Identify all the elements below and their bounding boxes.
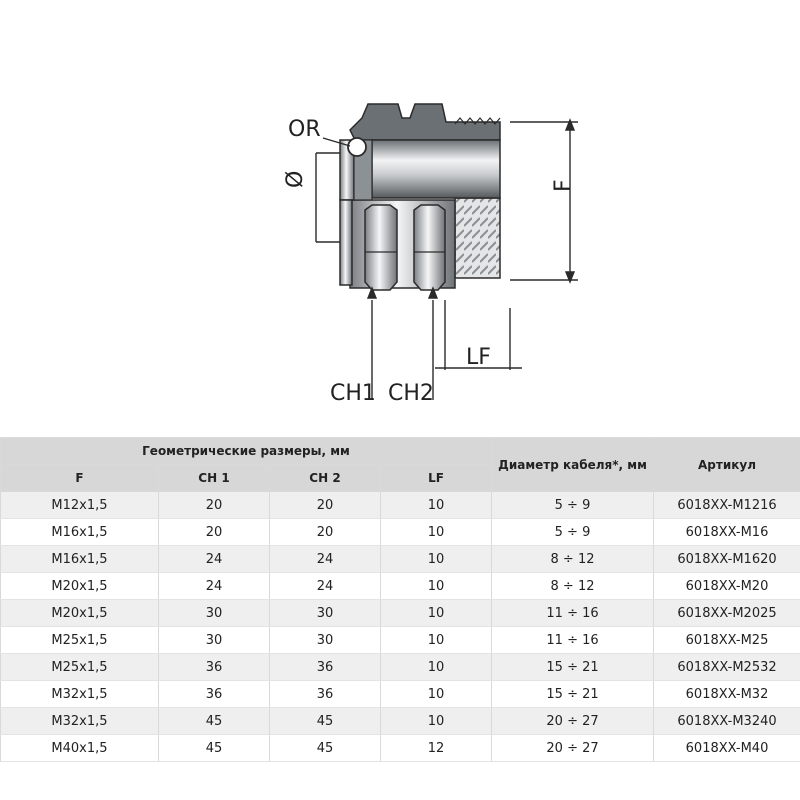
cell-lf: 10 — [379, 518, 493, 546]
cell-cable: 15 ÷ 21 — [491, 680, 655, 708]
cell-lf: 12 — [379, 734, 493, 762]
cell-ch2: 24 — [269, 545, 381, 573]
cell-cable: 8 ÷ 12 — [491, 572, 655, 600]
article-header: Артикул — [653, 437, 800, 492]
cell-ch2: 30 — [269, 599, 381, 627]
cell-article: 6018XX-M1620 — [653, 545, 800, 573]
label-ch2: CH2 — [388, 381, 434, 406]
cell-ch2: 45 — [269, 707, 381, 735]
cell-f: M12x1,5 — [0, 491, 159, 519]
cell-ch1: 45 — [158, 707, 270, 735]
cell-ch2: 36 — [269, 653, 381, 681]
cell-f: M16x1,5 — [0, 545, 159, 573]
col-header-ch1: CH 1 — [158, 464, 270, 492]
cell-f: M20x1,5 — [0, 572, 159, 600]
cable-header: Диаметр кабеля*, мм — [491, 437, 655, 492]
cell-ch1: 20 — [158, 518, 270, 546]
dimension-lines — [315, 118, 578, 400]
cell-cable: 5 ÷ 9 — [491, 518, 655, 546]
cell-lf: 10 — [379, 572, 493, 600]
table-row: M32x1,5 45 45 10 20 ÷ 27 6018XX-M3240 — [0, 707, 800, 735]
table-row: M20x1,5 24 24 10 8 ÷ 12 6018XX-M20 — [0, 572, 800, 600]
cell-cable: 11 ÷ 16 — [491, 626, 655, 654]
cell-lf: 10 — [379, 626, 493, 654]
dimensions-table-wrap: Геометрические размеры, мм Диаметр кабел… — [0, 437, 800, 762]
table-row: M25x1,5 36 36 10 15 ÷ 21 6018XX-M2532 — [0, 653, 800, 681]
cell-lf: 10 — [379, 491, 493, 519]
cell-f: M20x1,5 — [0, 599, 159, 627]
label-ch1: CH1 — [330, 381, 376, 406]
table-row: M20x1,5 30 30 10 11 ÷ 16 6018XX-M2025 — [0, 599, 800, 627]
cell-f: M32x1,5 — [0, 680, 159, 708]
cell-ch2: 20 — [269, 518, 381, 546]
label-lf: LF — [466, 345, 491, 370]
o-ring — [347, 137, 367, 157]
cell-ch1: 24 — [158, 572, 270, 600]
cell-lf: 10 — [379, 599, 493, 627]
fitting-drawing: OR Ø F LF CH1 CH2 — [283, 103, 578, 406]
col-header-lf: LF — [379, 464, 493, 492]
fitting-body — [339, 103, 501, 291]
label-or: OR — [288, 117, 321, 142]
cell-article: 6018XX-M3240 — [653, 707, 800, 735]
table-row: M40x1,5 45 45 12 20 ÷ 27 6018XX-M40 — [0, 734, 800, 762]
cell-ch2: 36 — [269, 680, 381, 708]
cell-ch2: 30 — [269, 626, 381, 654]
table-row: M16x1,5 24 24 10 8 ÷ 12 6018XX-M1620 — [0, 545, 800, 573]
cell-ch1: 30 — [158, 599, 270, 627]
cell-article: 6018XX-M2532 — [653, 653, 800, 681]
cell-cable: 20 ÷ 27 — [491, 707, 655, 735]
cell-lf: 10 — [379, 653, 493, 681]
table-row: M16x1,5 20 20 10 5 ÷ 9 6018XX-M16 — [0, 518, 800, 546]
cell-ch1: 30 — [158, 626, 270, 654]
cell-article: 6018XX-M32 — [653, 680, 800, 708]
cell-article: 6018XX-M25 — [653, 626, 800, 654]
cell-cable: 11 ÷ 16 — [491, 599, 655, 627]
cell-ch1: 45 — [158, 734, 270, 762]
group-header: Геометрические размеры, мм — [0, 437, 493, 465]
technical-drawing: OR Ø F LF CH1 CH2 — [283, 103, 578, 406]
cell-f: M25x1,5 — [0, 653, 159, 681]
cell-ch2: 45 — [269, 734, 381, 762]
cell-article: 6018XX-M20 — [653, 572, 800, 600]
cell-article: 6018XX-M2025 — [653, 599, 800, 627]
cell-article: 6018XX-M40 — [653, 734, 800, 762]
table-row: M12x1,5 20 20 10 5 ÷ 9 6018XX-M1216 — [0, 491, 800, 519]
cell-ch2: 24 — [269, 572, 381, 600]
cell-lf: 10 — [379, 680, 493, 708]
cell-cable: 5 ÷ 9 — [491, 491, 655, 519]
col-header-ch2: CH 2 — [269, 464, 381, 492]
cell-cable: 8 ÷ 12 — [491, 545, 655, 573]
cell-article: 6018XX-M16 — [653, 518, 800, 546]
cell-ch1: 36 — [158, 680, 270, 708]
cell-ch1: 36 — [158, 653, 270, 681]
cell-ch2: 20 — [269, 491, 381, 519]
cell-f: M40x1,5 — [0, 734, 159, 762]
cell-ch1: 24 — [158, 545, 270, 573]
cell-f: M32x1,5 — [0, 707, 159, 735]
cell-f: M16x1,5 — [0, 518, 159, 546]
cell-cable: 20 ÷ 27 — [491, 734, 655, 762]
table-row: M25x1,5 30 30 10 11 ÷ 16 6018XX-M25 — [0, 626, 800, 654]
label-f: F — [551, 179, 576, 192]
cell-f: M25x1,5 — [0, 626, 159, 654]
label-diameter: Ø — [283, 171, 308, 188]
cell-ch1: 20 — [158, 491, 270, 519]
cell-cable: 15 ÷ 21 — [491, 653, 655, 681]
cell-lf: 10 — [379, 707, 493, 735]
col-header-f: F — [0, 464, 159, 492]
table-row: M32x1,5 36 36 10 15 ÷ 21 6018XX-M32 — [0, 680, 800, 708]
cell-article: 6018XX-M1216 — [653, 491, 800, 519]
dimensions-table: Геометрические размеры, мм Диаметр кабел… — [0, 437, 800, 762]
cell-lf: 10 — [379, 545, 493, 573]
